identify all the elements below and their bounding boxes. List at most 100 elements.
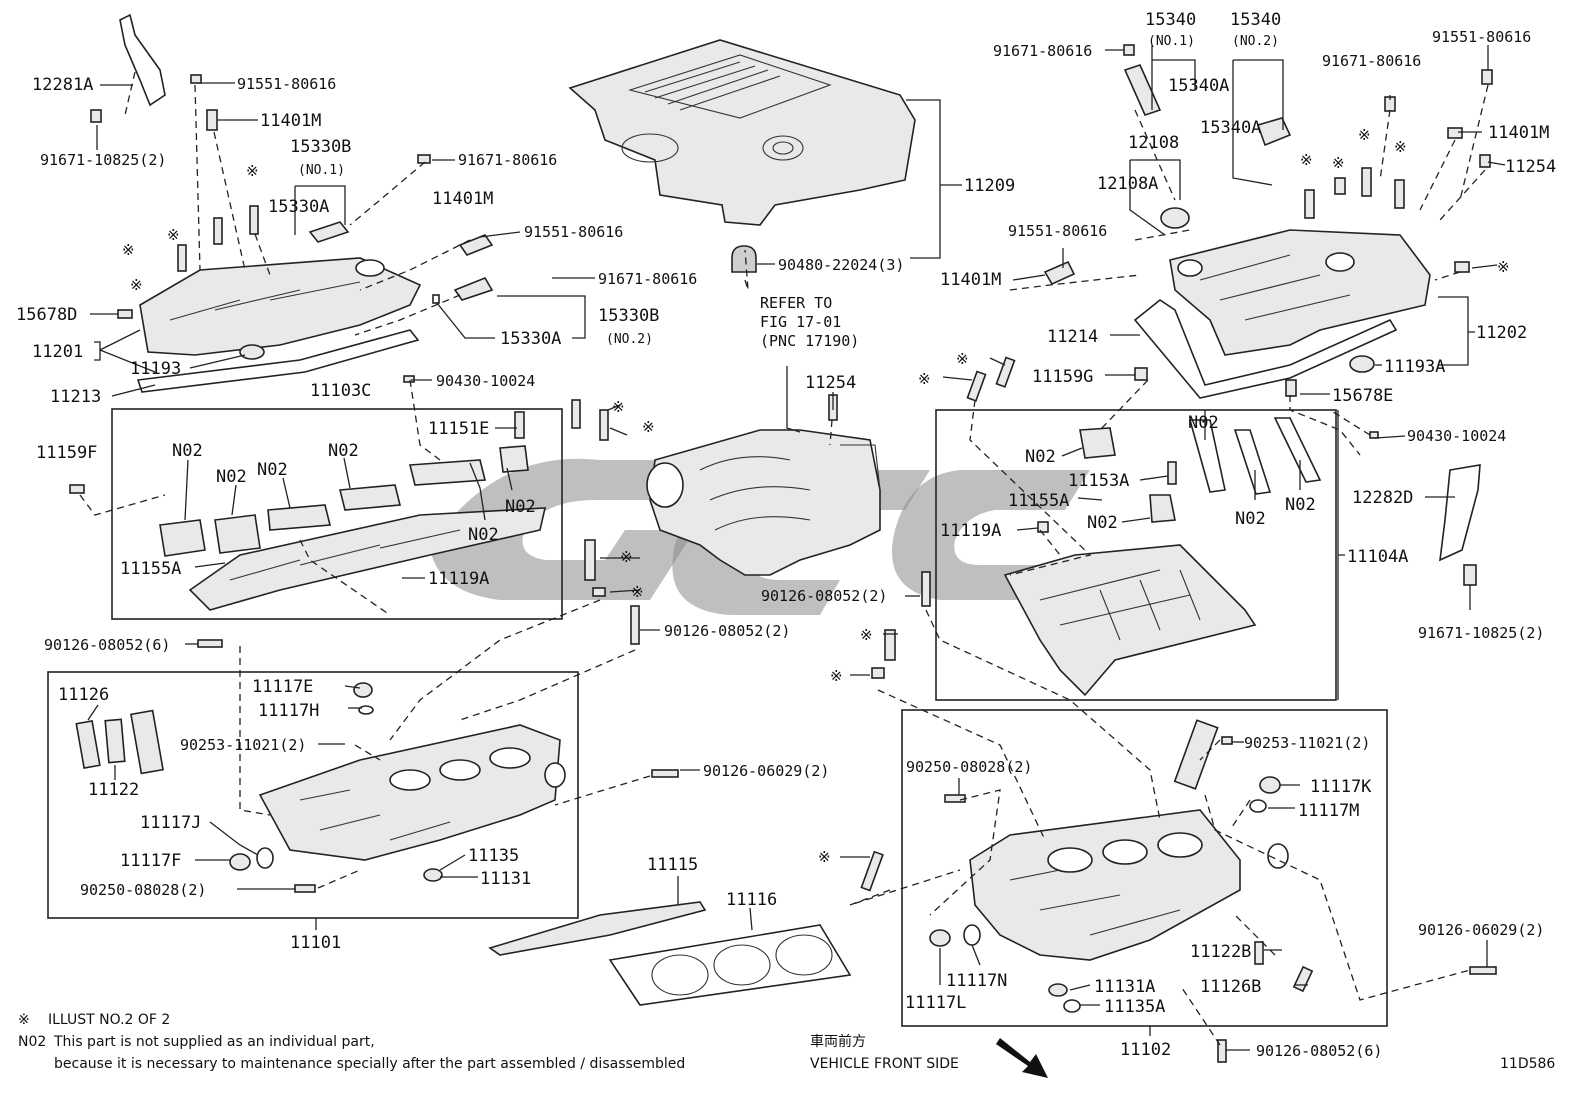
left-valve-cover-shape	[139, 257, 422, 356]
front-label-en: VEHICLE FRONT SIDE	[810, 1056, 959, 1072]
label-11116: 11116	[726, 890, 777, 910]
bracket-12281A-shape	[119, 13, 166, 107]
kome-mark: ※	[830, 667, 843, 685]
label-11193A: 11193A	[1384, 357, 1445, 377]
label-n02-5: N02	[505, 497, 536, 517]
label-91551-80616-d: 91551-80616	[1008, 222, 1107, 240]
left-camshaft-housing-shape	[159, 445, 547, 611]
label-90253-11021-a: 90253-11021(2)	[180, 736, 306, 754]
label-11131A: 11131A	[1094, 977, 1155, 997]
label-91671-10825-b: 91671-10825(2)	[1418, 624, 1544, 642]
kome-mark: ※	[918, 370, 931, 388]
label-n02-4: N02	[328, 441, 359, 461]
grommet-shape	[731, 245, 757, 273]
kome-mark: ※	[956, 350, 969, 368]
label-91671-80616-d: 91671-80616	[1322, 52, 1421, 70]
label-90430-10024-b: 90430-10024	[1407, 427, 1506, 445]
legend-n02-line2: because it is necessary to maintenance s…	[54, 1056, 685, 1072]
label-11117L: 11117L	[905, 993, 966, 1013]
front-arrow-icon	[996, 1038, 1048, 1078]
kome-mark: ※	[818, 848, 831, 866]
bracket-12282D-shape	[1439, 464, 1481, 562]
label-91671-10825-a: 91671-10825(2)	[40, 151, 166, 169]
label-12281A: 12281A	[32, 75, 93, 95]
kome-mark: ※	[1300, 151, 1313, 169]
label-11201: 11201	[32, 342, 83, 362]
label-90126-08052-b: 90126-08052(2)	[664, 622, 790, 640]
kome-mark: ※	[860, 626, 873, 644]
label-90126-06029-b: 90126-06029(2)	[1418, 921, 1544, 939]
kome-mark: ※	[130, 276, 143, 294]
vehicle-front-indicator: 車両前方 VEHICLE FRONT SIDE	[810, 1033, 1048, 1078]
kome-mark: ※	[642, 418, 655, 436]
label-91551-80616-a: 91551-80616	[237, 75, 336, 93]
engine-cover-shape	[568, 39, 916, 226]
right-camshaft-housing-shape	[1003, 427, 1257, 697]
kome-mark: ※	[612, 398, 625, 416]
label-11115: 11115	[647, 855, 698, 875]
label-15340-1-sub: (NO.1)	[1148, 34, 1195, 49]
kome-mark: ※	[631, 583, 644, 601]
right-ocv-shapes	[1043, 64, 1292, 286]
right-small-parts-shape	[929, 719, 1497, 1063]
label-n02-10: N02	[1285, 495, 1316, 515]
label-11135A: 11135A	[1104, 997, 1165, 1017]
label-15340-2: 15340	[1230, 10, 1281, 30]
label-91551-80616-b: 91551-80616	[524, 223, 623, 241]
label-11104A: 11104A	[1347, 547, 1408, 567]
label-11254-a: 11254	[805, 373, 856, 393]
left-small-parts-shape	[75, 639, 679, 893]
label-11401M-d: 11401M	[940, 270, 1001, 290]
label-11193: 11193	[130, 359, 181, 379]
label-11254-b: 11254	[1505, 157, 1556, 177]
label-11401M-a: 11401M	[260, 111, 321, 131]
label-90253-11021-b: 90253-11021(2)	[1244, 734, 1370, 752]
label-15330B-b-sub: (NO.2)	[606, 332, 653, 347]
label-11159G: 11159G	[1032, 367, 1093, 387]
label-90126-08052-6b: 90126-08052(6)	[1256, 1042, 1382, 1060]
label-15330B-a: 15330B	[290, 137, 351, 157]
label-n02-1: N02	[172, 441, 203, 461]
left-ocv-shapes	[308, 221, 494, 304]
legend-n02-line1: This part is not supplied as an individu…	[53, 1034, 375, 1050]
label-refer-3: (PNC 17190)	[760, 332, 859, 350]
part-labels: 12281A 91551-80616 11401M 91671-10825(2)…	[16, 10, 1556, 1060]
label-15678D: 15678D	[16, 305, 77, 325]
label-refer-1: REFER TO	[760, 294, 832, 312]
label-11135: 11135	[468, 846, 519, 866]
label-11155A-b: 11155A	[1008, 491, 1069, 511]
label-11126: 11126	[58, 685, 109, 705]
label-11202: 11202	[1476, 323, 1527, 343]
label-15340A-a: 15340A	[1168, 76, 1229, 96]
cylinder-head-box-right	[901, 709, 1388, 1027]
legend-mark: ※	[18, 1012, 30, 1028]
label-91671-80616-a: 91671-80616	[458, 151, 557, 169]
label-11122B: 11122B	[1190, 942, 1251, 962]
label-90250-08028-a: 90250-08028(2)	[80, 881, 206, 899]
label-11153A: 11153A	[1068, 471, 1129, 491]
label-n02-6: N02	[468, 525, 499, 545]
label-90126-06029-a: 90126-06029(2)	[703, 762, 829, 780]
label-91551-80616-c: 91551-80616	[1432, 28, 1531, 46]
label-11117F: 11117F	[120, 851, 181, 871]
kome-mark: ※	[167, 226, 180, 244]
label-11117H: 11117H	[258, 701, 319, 721]
label-11117N: 11117N	[946, 971, 1007, 991]
label-refer-2: FIG 17-01	[760, 313, 841, 331]
label-11117E: 11117E	[252, 677, 313, 697]
phantom-lines	[79, 71, 1489, 1046]
label-n02-11: N02	[1087, 513, 1118, 533]
label-15330A-b: 15330A	[500, 329, 561, 349]
label-11126B: 11126B	[1200, 977, 1261, 997]
label-15330A-a: 15330A	[268, 197, 329, 217]
label-90480-22024: 90480-22024(3)	[778, 256, 904, 274]
kome-mark: ※	[1332, 154, 1345, 172]
left-cylinder-head-shape	[258, 724, 566, 861]
label-15340-2-sub: (NO.2)	[1232, 34, 1279, 49]
kome-mark: ※	[1394, 138, 1407, 156]
label-12108: 12108	[1128, 133, 1179, 153]
legend: ※ ILLUST NO.2 OF 2 N02 This part is not …	[18, 1012, 685, 1072]
label-12108A: 12108A	[1097, 174, 1158, 194]
oil-filler-cap-shape	[1160, 207, 1190, 229]
